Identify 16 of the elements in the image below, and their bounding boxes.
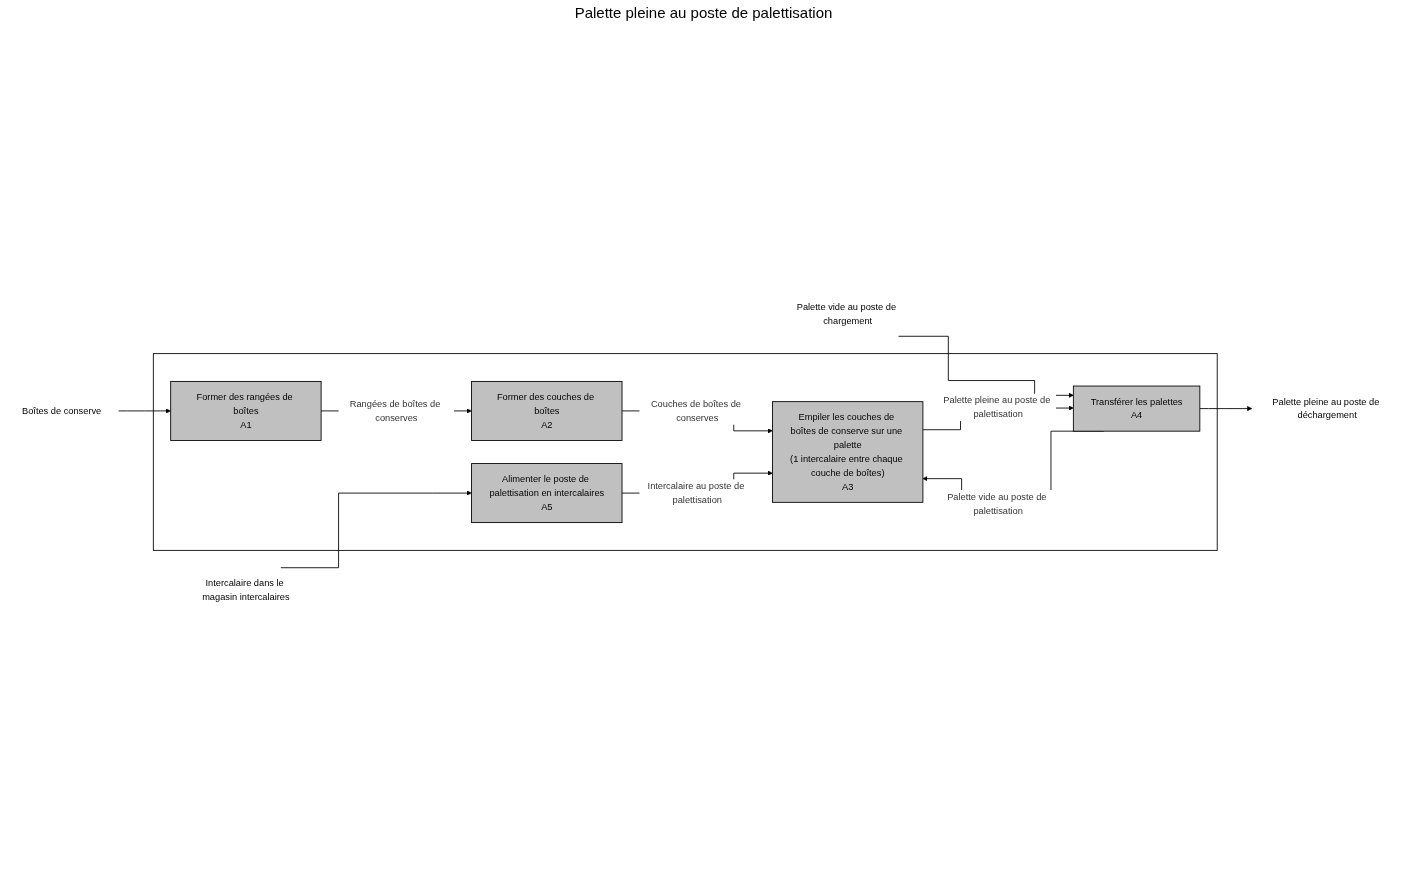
node-box: Alimenter le poste de palettisation en intercalaires A5 <box>471 463 623 524</box>
note-text: Palette pleine au poste de palettisation <box>574 4 833 21</box>
edge-label: Rangées de boîtes de conserves <box>349 398 441 423</box>
node-text: Palette vide au poste de chargement <box>796 301 897 326</box>
node-text: Palette pleine au poste de déchargement <box>1272 396 1380 421</box>
node-text: Boîtes de conserve <box>21 405 102 416</box>
node-box: Former des rangées de boîtes A1 <box>170 380 322 441</box>
node-box: Empiler les couches de boîtes de conserve sur une palette (1 intercalaire entre chaque couche de boîtes) A3 <box>772 401 924 503</box>
cluster <box>152 353 1218 551</box>
edge-label: Palette pleine au poste de palettisation <box>943 395 1051 420</box>
edge-label: Palette vide au poste de palettisation <box>947 491 1047 516</box>
edge-label: Intercalaire au poste de palettisation <box>647 480 745 505</box>
node-text: Intercalaire dans le magasin intercalaires <box>202 578 290 602</box>
edge-label: Couches de boîtes de conserves <box>650 398 741 423</box>
node-box: Former des couches de boîtes A2 <box>471 380 623 441</box>
node-box: Transférer les palettes A4 <box>1072 385 1201 432</box>
